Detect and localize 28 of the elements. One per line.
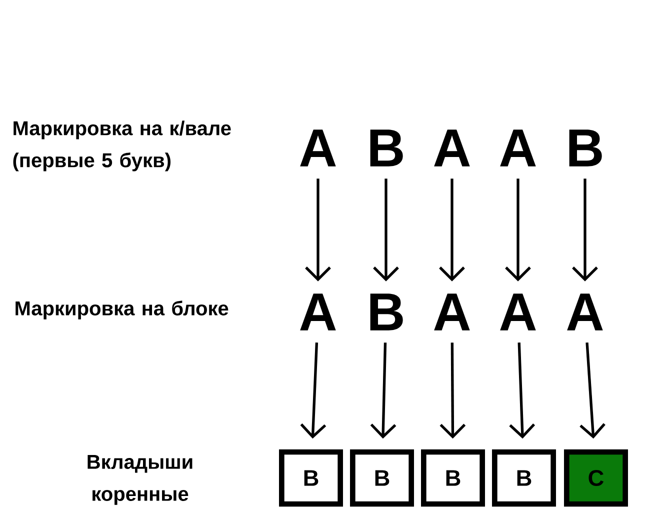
row-label: Вкладыши коренные [88,455,192,505]
marking-letter: A [434,130,470,166]
arrow [373,178,399,282]
letter-box: B [279,449,343,507]
arrow [439,178,465,282]
arrow [505,178,531,282]
row-label: Маркировка на блоке [16,300,228,320]
letter-box: C [564,449,628,507]
marking-letter: B [370,294,403,330]
marking-letter: A [500,294,536,330]
arrow [440,342,466,439]
arrow [305,178,331,282]
marking-letter: A [300,294,336,330]
arrow [300,342,326,439]
row-label: Маркировка на к/вале (первые 5 букв) [13,120,231,172]
letter-box: B [421,449,485,507]
arrow [580,342,606,439]
marking-letter: A [300,130,336,166]
arrow [509,342,536,439]
marking-letter: B [569,130,602,166]
letter-box: B [492,449,556,507]
arrow [572,178,598,282]
marking-letter: A [434,294,470,330]
letter-box: B [350,449,414,507]
marking-letter: B [370,130,403,166]
arrow [370,342,396,439]
marking-letter: A [500,130,536,166]
marking-letter: A [567,294,603,330]
